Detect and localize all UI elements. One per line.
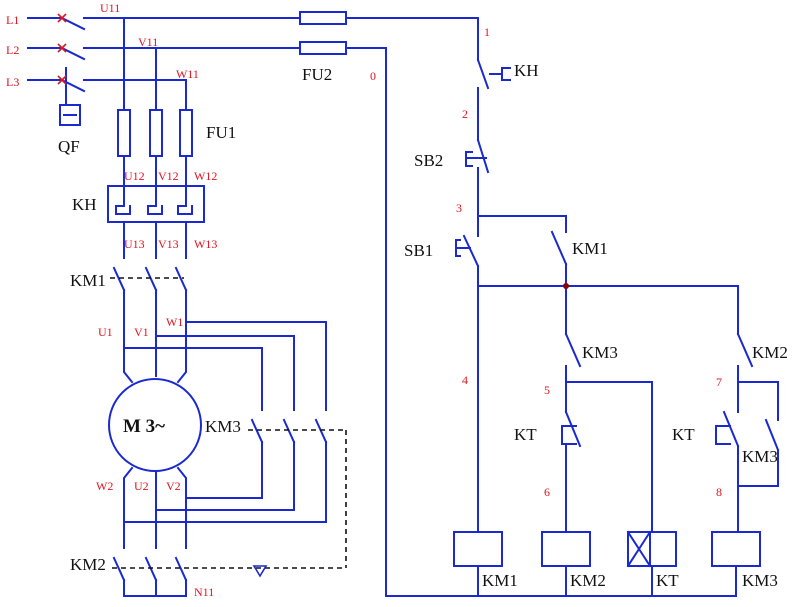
label-km2-nc: KM2 [752,343,788,362]
node-6: 6 [544,485,550,499]
coil-label-km2: KM2 [570,571,606,590]
label-u11: U11 [100,1,120,15]
qf-crosses [57,13,67,85]
label-kh-ctrl: KH [514,61,539,80]
label-l3: L3 [6,75,19,89]
label-l1: L1 [6,13,19,27]
label-fu1: FU1 [206,123,236,142]
node-7: 7 [716,375,722,389]
node-3: 3 [456,201,462,215]
label-km3-nc: KM3 [582,343,618,362]
node-0: 0 [370,69,376,83]
coil-label-km1: KM1 [482,571,518,590]
label-km1-main: KM1 [70,271,106,290]
label-km3-aux: KM3 [742,447,778,466]
label-n11: N11 [194,585,214,599]
label-u1: U1 [98,325,113,339]
label-fu2: FU2 [302,65,332,84]
node-4: 4 [462,373,468,387]
label-w1: W1 [166,315,183,329]
node-5: 5 [544,383,550,397]
coil-label-km3: KM3 [742,571,778,590]
label-w12: W12 [194,169,217,183]
motor-label: M 3~ [123,416,165,437]
mechanical-links [110,277,347,578]
label-v1: V1 [134,325,149,339]
control-wiring [299,11,780,597]
label-w13: W13 [194,237,217,251]
label-sb2: SB2 [414,151,443,170]
label-kt-right: KT [672,425,695,444]
label-v11: V11 [138,35,158,49]
label-kt-left: KT [514,425,537,444]
label-sb1: SB1 [404,241,433,260]
node-2: 2 [462,107,468,121]
label-v2: V2 [166,479,181,493]
supply-lines [27,16,301,126]
label-km3-main: KM3 [205,417,241,436]
label-u12: U12 [124,169,145,183]
label-qf: QF [58,137,80,156]
label-kh-main: KH [72,195,97,214]
label-km2-main: KM2 [70,555,106,574]
label-w11: W11 [176,67,199,81]
main-phase-wiring [107,17,328,597]
label-u2: U2 [134,479,149,493]
node-1: 1 [484,25,490,39]
label-km1-aux: KM1 [572,239,608,258]
node-8: 8 [716,485,722,499]
label-v13: V13 [158,237,179,251]
label-v12: V12 [158,169,179,183]
label-l2: L2 [6,43,19,57]
label-u13: U13 [124,237,145,251]
coil-label-kt: KT [656,571,679,590]
label-w2: W2 [96,479,113,493]
